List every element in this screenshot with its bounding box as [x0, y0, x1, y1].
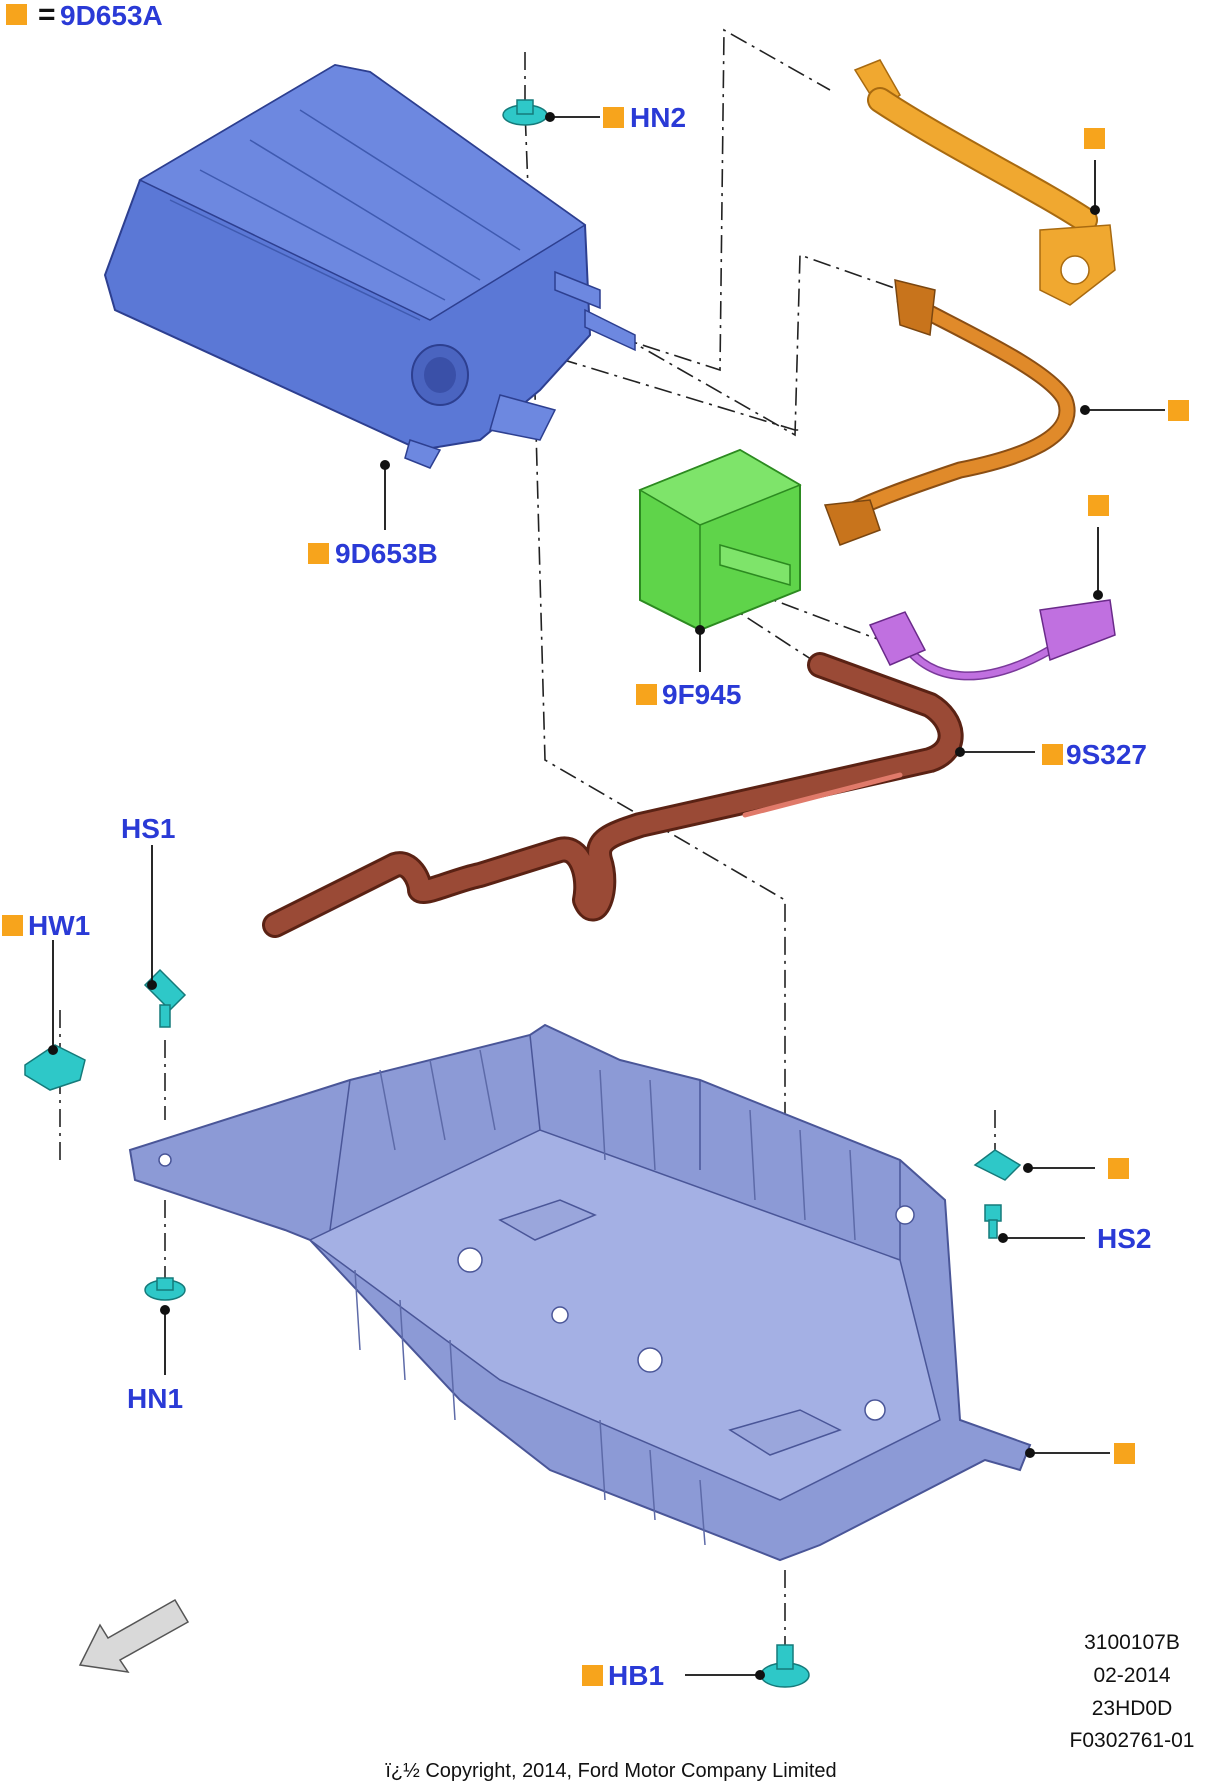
leader-dots [48, 112, 1103, 1680]
wiring-harness [868, 599, 1116, 681]
mounting-tray [128, 1023, 1032, 1562]
copyright-notice: ï¿½ Copyright, 2014, Ford Motor Company … [385, 1760, 837, 1782]
reference-line-1: 3100107B [1084, 1631, 1180, 1654]
fastener-hw1 [24, 1044, 86, 1091]
reference-line-4: F0302761-01 [1069, 1729, 1195, 1752]
label-hs1: HS1 [121, 813, 176, 844]
marker-9s327 [1042, 744, 1063, 765]
marker-9f945 [636, 684, 657, 705]
fasteners [24, 99, 1022, 1688]
reference-line-3: 23HD0D [1091, 1697, 1173, 1720]
legend-code: 9D653A [60, 0, 163, 31]
fastener-hs1 [143, 968, 187, 1028]
canister-top-face [138, 64, 587, 321]
marker-hw1 [2, 915, 23, 936]
label-hs2: HS2 [1097, 1223, 1152, 1254]
purge-valve-9f945 [638, 448, 802, 632]
vapor-hose-orange [853, 59, 1116, 306]
label-hn1: HN1 [127, 1383, 184, 1414]
label-9d653b: 9D653B [335, 538, 438, 569]
marker-fastener-right [1108, 1158, 1129, 1179]
marker-orange-hose [1084, 128, 1105, 149]
marker-hn2 [603, 107, 624, 128]
fastener-hn1 [144, 1277, 186, 1301]
canister-9d653b [103, 63, 636, 469]
fuel-pipe-9s327 [262, 652, 964, 938]
label-hb1: HB1 [608, 1660, 665, 1691]
front-direction-arrow-icon [78, 1598, 190, 1673]
label-hn2: HN2 [630, 102, 687, 133]
legend-marker [6, 4, 27, 25]
fastener-hs2-nut [973, 1149, 1022, 1181]
fastener-hb1 [760, 1644, 810, 1688]
fastener-hs2 [984, 1204, 1002, 1239]
label-9f945: 9F945 [662, 679, 742, 710]
marker-tray [1114, 1443, 1135, 1464]
canister-nozzle-upper [554, 270, 601, 310]
leader-lines [52, 116, 1165, 1676]
vapor-hose-copper [823, 279, 1076, 546]
marker-harness [1088, 495, 1109, 516]
marker-hb1 [582, 1665, 603, 1686]
legend-equals: = [38, 0, 56, 31]
reference-line-2: 02-2014 [1093, 1664, 1171, 1687]
label-9s327: 9S327 [1066, 739, 1147, 770]
marker-copper-hose [1168, 400, 1189, 421]
canister-foot [489, 394, 557, 441]
canister-nozzle-lower [584, 308, 636, 352]
marker-9d653b [308, 543, 329, 564]
fastener-hn2 [502, 99, 548, 126]
label-hw1: HW1 [28, 910, 91, 941]
